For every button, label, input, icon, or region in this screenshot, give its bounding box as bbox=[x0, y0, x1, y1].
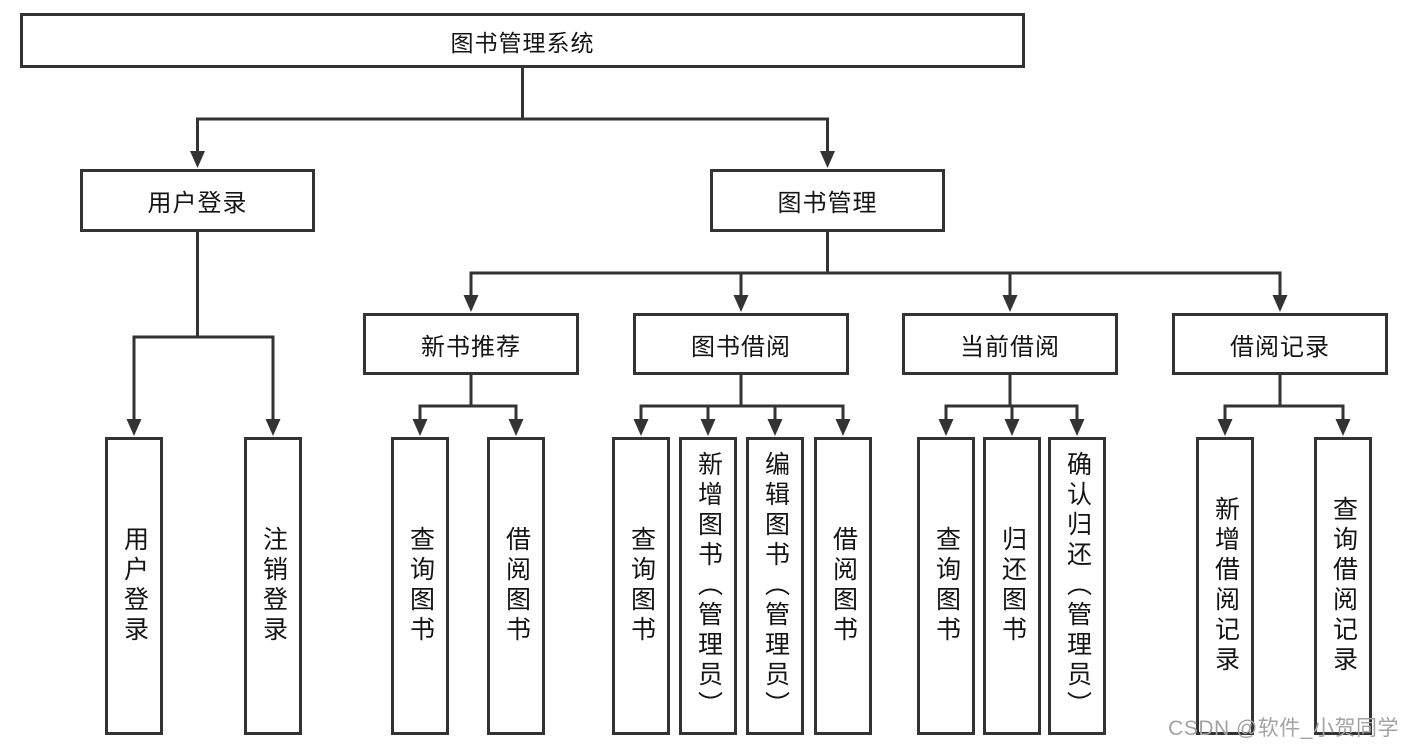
node-label: 借阅记录 bbox=[1230, 333, 1330, 361]
node-label: 借阅图书 bbox=[502, 526, 531, 646]
node-label: 用户登录 bbox=[147, 190, 248, 217]
arrow-head bbox=[700, 419, 716, 436]
node-label: 新增借阅记录 bbox=[1211, 496, 1240, 676]
node-leaf-query-book-2: 查询图书 bbox=[612, 437, 670, 735]
node-label: 编辑图书（管理员） bbox=[761, 451, 790, 721]
node-leaf-query-borrow-record: 查询借阅记录 bbox=[1314, 437, 1372, 735]
node-leaf-query-book-3: 查询图书 bbox=[917, 437, 975, 735]
arrow-head bbox=[508, 419, 524, 436]
arrow-head bbox=[265, 419, 281, 436]
node-library-management-system: 图书管理系统 bbox=[20, 13, 1025, 68]
arrow-head bbox=[1004, 419, 1020, 436]
node-label: 新增图书（管理员） bbox=[694, 451, 723, 721]
arrow-head bbox=[835, 419, 851, 436]
arrow-head bbox=[1335, 419, 1351, 436]
arrow-head bbox=[1217, 419, 1233, 436]
node-leaf-add-borrow-record: 新增借阅记录 bbox=[1196, 437, 1254, 735]
arrow-head bbox=[1272, 295, 1288, 312]
csdn-watermark: CSDN @软件_小贺同学 bbox=[1168, 717, 1399, 740]
node-label: 查询图书 bbox=[406, 526, 435, 646]
node-label: 查询图书 bbox=[627, 526, 656, 646]
arrow-head bbox=[733, 295, 749, 312]
arrow-head bbox=[633, 419, 649, 436]
node-label: 查询借阅记录 bbox=[1329, 496, 1358, 676]
arrow-head bbox=[412, 419, 428, 436]
node-book-management: 图书管理 bbox=[710, 169, 945, 232]
node-leaf-return-book: 归还图书 bbox=[983, 437, 1041, 735]
node-label: 当前借阅 bbox=[960, 333, 1060, 361]
arrow-head bbox=[938, 419, 954, 436]
arrow-head bbox=[820, 151, 835, 168]
node-label: 图书管理系统 bbox=[450, 29, 595, 56]
node-leaf-user-login: 用户登录 bbox=[105, 437, 163, 735]
node-user-login: 用户登录 bbox=[80, 169, 315, 232]
node-label: 查询图书 bbox=[932, 526, 961, 646]
node-label: 用户登录 bbox=[120, 526, 149, 646]
node-label: 图书管理 bbox=[777, 190, 878, 217]
node-leaf-edit-book-admin: 编辑图书（管理员） bbox=[746, 437, 804, 735]
arrow-head bbox=[463, 295, 479, 312]
node-label: 图书借阅 bbox=[691, 333, 791, 361]
node-leaf-query-book-1: 查询图书 bbox=[391, 437, 449, 735]
node-leaf-borrow-book-1: 借阅图书 bbox=[487, 437, 545, 735]
arrow-head bbox=[767, 419, 783, 436]
node-borrow-record: 借阅记录 bbox=[1172, 313, 1388, 375]
node-label: 借阅图书 bbox=[829, 526, 858, 646]
arrow-head bbox=[1069, 419, 1085, 436]
node-leaf-logout: 注销登录 bbox=[244, 437, 302, 735]
arrow-head bbox=[126, 419, 142, 436]
node-label: 归还图书 bbox=[998, 526, 1027, 646]
node-label: 注销登录 bbox=[259, 526, 288, 646]
arrow-head bbox=[1002, 295, 1018, 312]
node-leaf-confirm-return-admin: 确认归还（管理员） bbox=[1048, 437, 1106, 735]
node-label: 确认归还（管理员） bbox=[1063, 451, 1092, 721]
node-leaf-add-book-admin: 新增图书（管理员） bbox=[679, 437, 737, 735]
node-label: 新书推荐 bbox=[421, 333, 521, 361]
node-new-book-recommend: 新书推荐 bbox=[363, 313, 579, 375]
arrow-head bbox=[190, 151, 205, 168]
node-book-borrow: 图书借阅 bbox=[633, 313, 849, 375]
node-current-borrow: 当前借阅 bbox=[902, 313, 1118, 375]
node-leaf-borrow-book-2: 借阅图书 bbox=[814, 437, 872, 735]
